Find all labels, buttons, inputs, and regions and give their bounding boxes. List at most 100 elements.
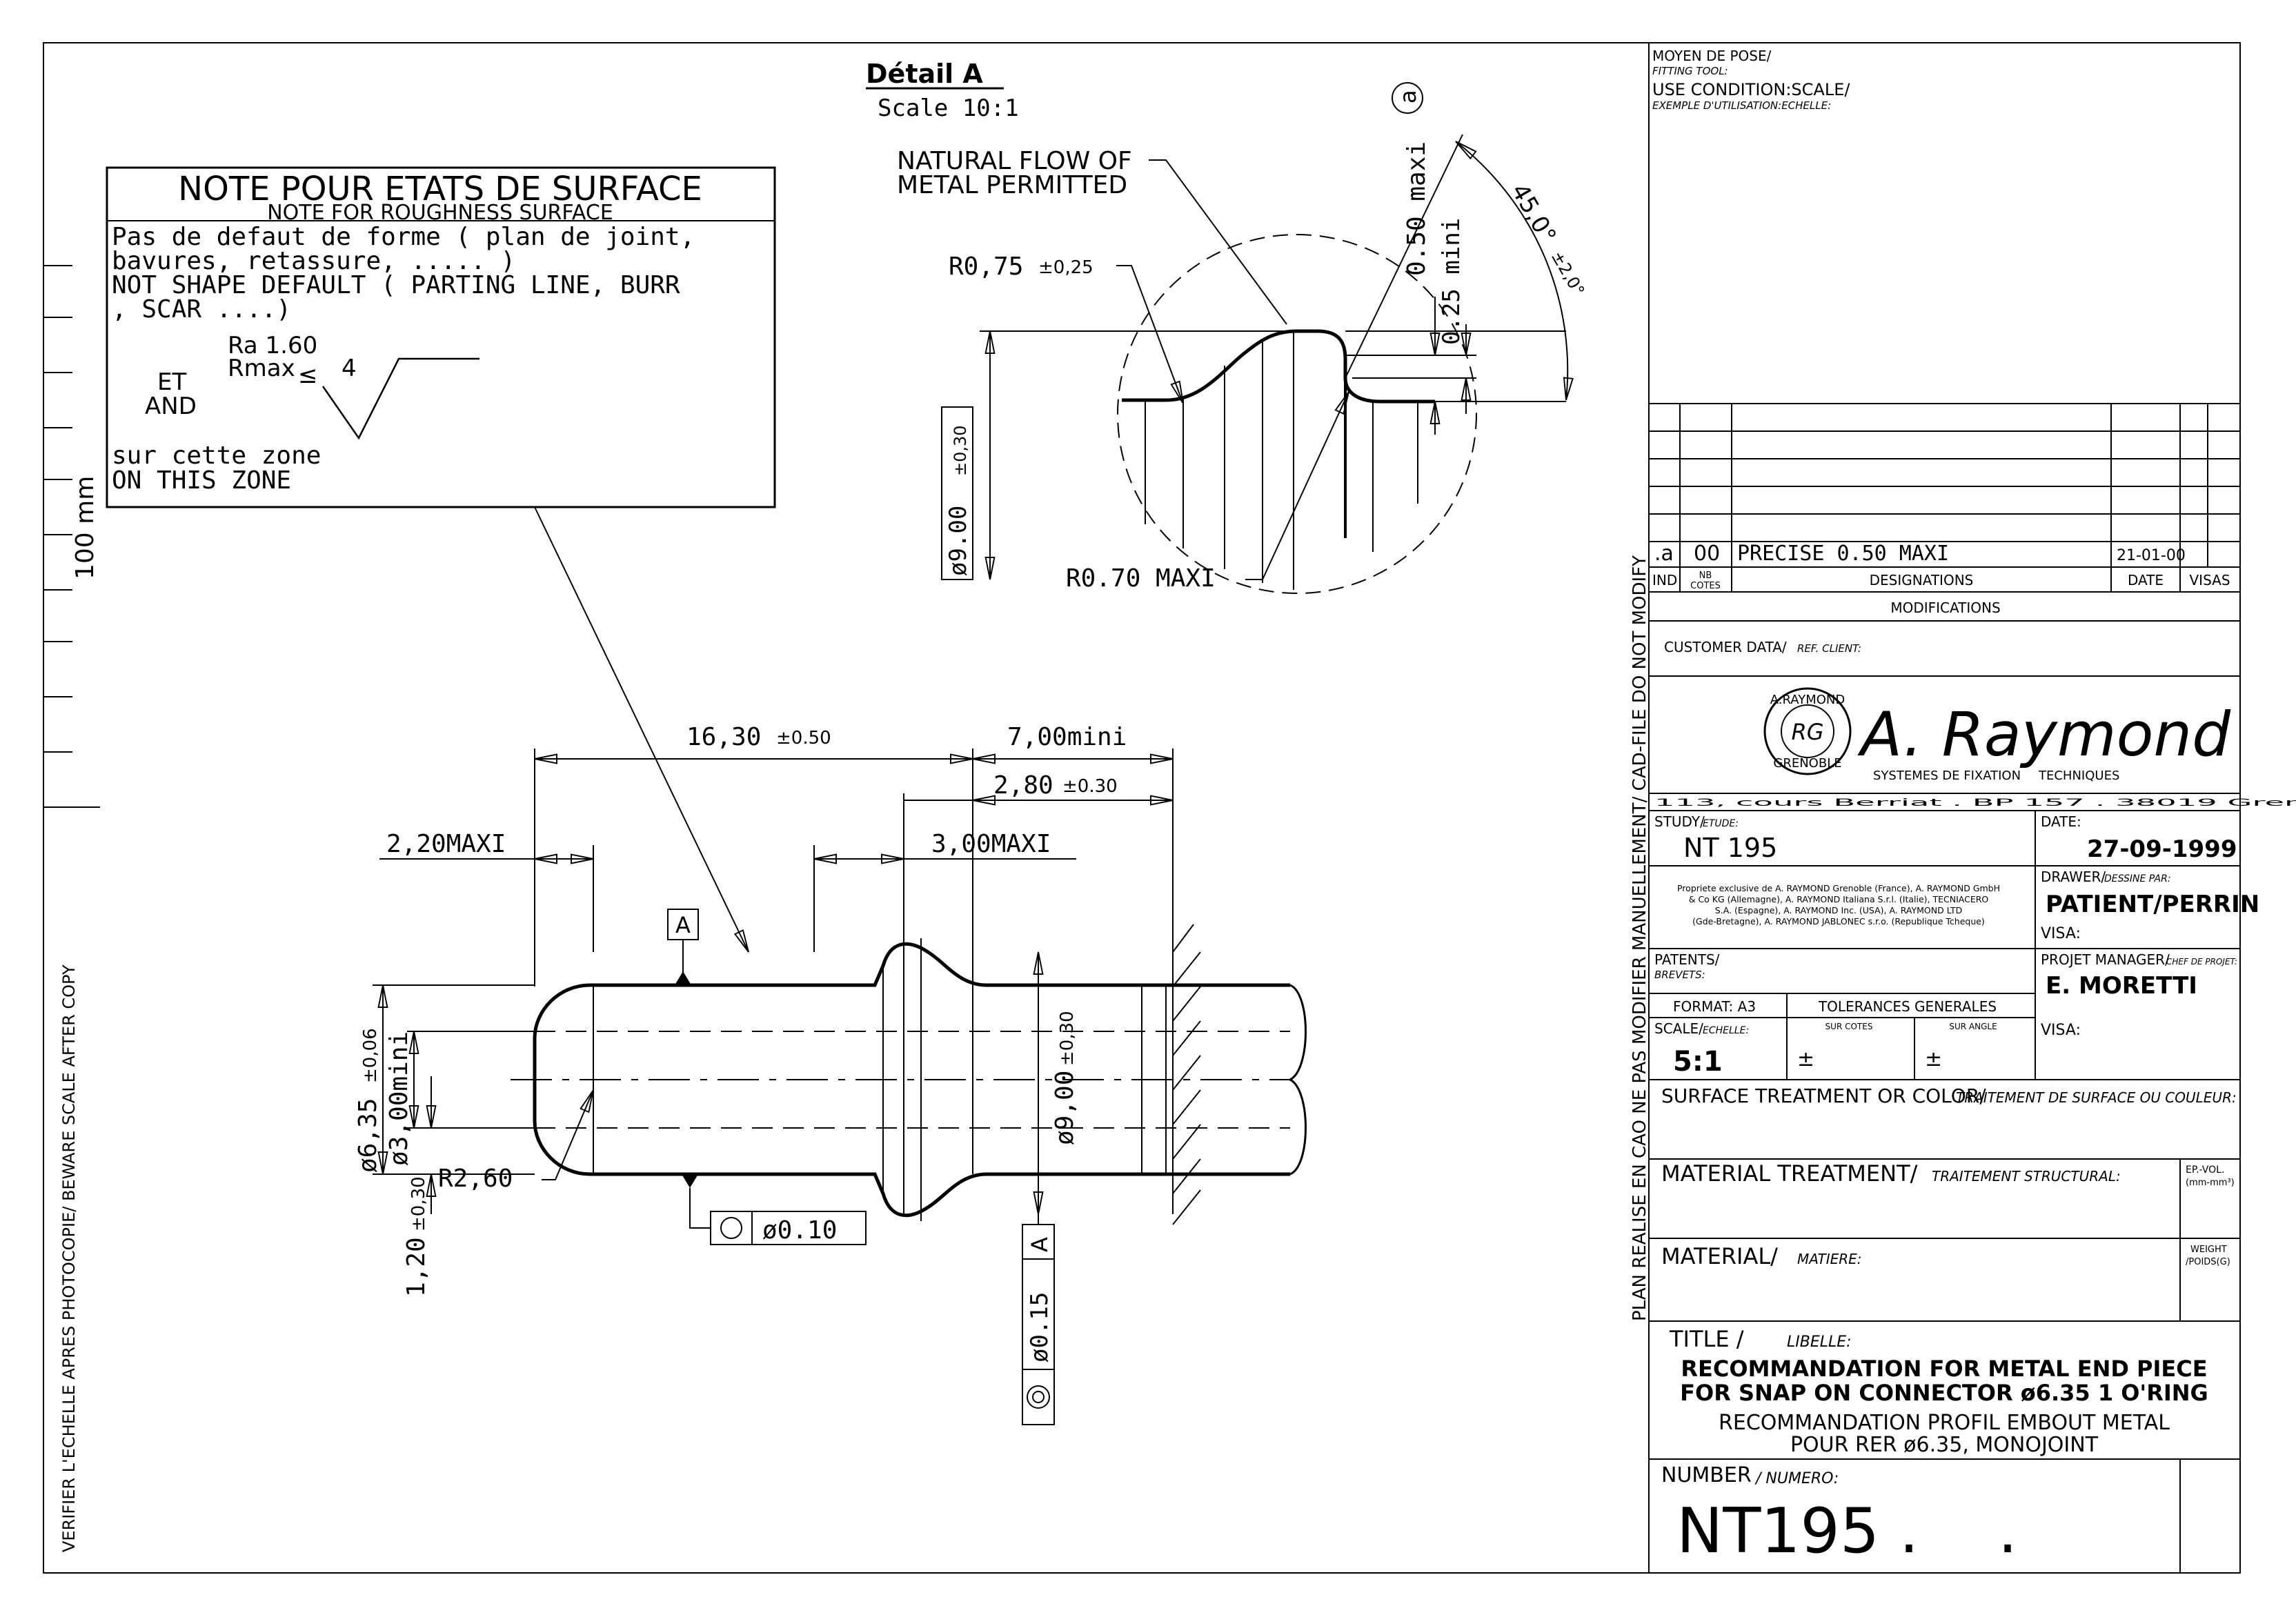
- customer-data-label: CUSTOMER DATA/: [1664, 639, 1787, 655]
- rev-header-designation: DESIGNATIONS: [1870, 572, 1974, 588]
- rev-designation: PRECISE 0.50 MAXI: [1737, 542, 1949, 566]
- format-label: FORMAT: A3: [1673, 998, 1756, 1015]
- property-line4: (Gde-Bretagne), A. RAYMOND JABLONEC s.r.…: [1692, 916, 1985, 927]
- rev-ind: .a: [1654, 542, 1674, 566]
- seal-center: RG: [1791, 719, 1823, 745]
- photocopy-note: VERIFIER L'ECHELLE APRES PHOTOCOPIE/ BEW…: [59, 964, 79, 1552]
- tol-cotes-value: ±: [1797, 1047, 1814, 1071]
- detail-a: Détail A Scale 10:1 NATURAL FLOW OF META…: [866, 59, 1588, 594]
- drawing-number: NT195 . .: [1676, 1495, 2017, 1567]
- title-en-line1: RECOMMANDATION FOR METAL END PIECE: [1681, 1356, 2207, 1382]
- material-label-fr: MATIERE:: [1797, 1251, 1862, 1267]
- patents-label: PATENTS/: [1654, 951, 1720, 968]
- ep-vol-label: EP.-VOL.: [2186, 1165, 2224, 1176]
- weight-unit: /POIDS(G): [2186, 1257, 2230, 1267]
- detail-title: Détail A: [866, 59, 983, 89]
- surface-note-box: NOTE POUR ETATS DE SURFACE NOTE FOR ROUG…: [106, 166, 776, 508]
- roughness-symbol: [321, 357, 479, 440]
- dim-16-30: 16,30: [686, 723, 761, 751]
- detail-angle-arc: [1455, 141, 1574, 401]
- fcf-concentricity-value: ø0.15: [1026, 1292, 1053, 1363]
- detail-profile: [1122, 329, 1435, 404]
- ep-vol-unit: (mm-mm³): [2186, 1178, 2235, 1188]
- part-view: 16,30 ±0.50 7,00mini 2,80 ±0.30 2,20MAXI…: [354, 723, 1307, 1425]
- company-address: 113, cours Berriat . BP 157 . 38019 Gren…: [1654, 797, 2296, 809]
- detail-radius-top-tol: ±0,25: [1038, 257, 1093, 278]
- date-value: 27-09-1999: [2087, 835, 2237, 863]
- dim-16-30-tol: ±0.50: [776, 728, 831, 749]
- rev-header-nb: NB: [1699, 571, 1712, 581]
- study-label-fr: ETUDE:: [1703, 818, 1739, 829]
- rev-header-ind: IND: [1652, 572, 1677, 588]
- dim-2-80-tol: ±0.30: [1062, 776, 1118, 797]
- rev-header-date: DATE: [2128, 572, 2164, 588]
- detail-diameter: ø9.00: [944, 506, 972, 576]
- cad-file-note: PLAN REALISE EN CAO NE PAS MODIFIER MANU…: [1630, 555, 1650, 1321]
- scale-label: SCALE/: [1654, 1020, 1703, 1037]
- systems-label: SYSTEMES DE FIXATION: [1873, 769, 2021, 783]
- dim-7-00: 7,00mini: [1007, 723, 1127, 751]
- scale-bar-label: 100 mm: [71, 476, 99, 579]
- flow-note-line1: NATURAL FLOW OF: [897, 147, 1132, 175]
- weight-label: WEIGHT: [2190, 1245, 2227, 1255]
- title-label: TITLE /: [1669, 1326, 1744, 1352]
- concentricity-icon: [1027, 1385, 1050, 1409]
- scale-label-fr: ECHELLE:: [1703, 1025, 1749, 1036]
- seal-top: A.RAYMOND: [1770, 693, 1845, 707]
- surface-treatment-label-fr: TRAITEMENT DE SURFACE OU COULEUR:: [1956, 1089, 2237, 1106]
- rev-date: 21-01-00: [2117, 547, 2186, 564]
- detail-revision-bubble: [1392, 82, 1423, 114]
- surface-note-line3: NOT SHAPE DEFAULT ( PARTING LINE, BURR: [112, 271, 680, 299]
- tolerances-label: TOLERANCES GENERALES: [1818, 998, 1997, 1015]
- manager-visa: VISA:: [2041, 1022, 2081, 1039]
- dim-6-35: ø6,35: [354, 1098, 382, 1173]
- left-margin: [43, 265, 100, 808]
- manager-value: E. MORETTI: [2046, 972, 2197, 1000]
- fcf-circularity-value: ø0.10: [762, 1216, 837, 1245]
- surface-note-title-fr: NOTE POUR ETATS DE SURFACE: [178, 170, 702, 208]
- fcf-concentricity: [1022, 1224, 1055, 1425]
- dim-3-00-mini: ø3,00mini: [385, 1031, 413, 1166]
- title-label-fr: LIBELLE:: [1787, 1334, 1852, 1351]
- dim-9-00: ø9,00: [1051, 1071, 1079, 1145]
- surface-note-leader: [534, 506, 749, 953]
- brevets-label: BREVETS:: [1654, 969, 1705, 981]
- property-line2: & Co KG (Allemagne), A. RAYMOND Italiana…: [1689, 894, 1989, 904]
- dim-2-80: 2,80: [993, 771, 1053, 800]
- rev-nb: 00: [1694, 542, 1720, 566]
- techniques-label: TECHNIQUES: [2038, 769, 2119, 783]
- dim-1-20: 1,20: [402, 1237, 430, 1297]
- company-seal: A.RAYMOND RG GRENOBLE: [1763, 687, 1852, 775]
- roughness-rmax-value: 4: [342, 355, 357, 382]
- surface-treatment-label: SURFACE TREATMENT OR COLOR/: [1661, 1084, 1986, 1107]
- flow-note-line2: METAL PERMITTED: [897, 171, 1127, 199]
- property-line1: Propriete exclusive de A. RAYMOND Grenob…: [1677, 883, 2000, 893]
- detail-scale: Scale 10:1: [878, 95, 1019, 122]
- modifications-label: MODIFICATIONS: [1890, 600, 2000, 616]
- detail-angle: 45,0°: [1505, 179, 1561, 248]
- roughness-leq: ≤: [298, 361, 318, 389]
- circularity-icon: [720, 1217, 742, 1239]
- tol-angle-value: ±: [1925, 1047, 1942, 1071]
- detail-revision-bubble-label: a: [1395, 90, 1421, 103]
- dim-1-20-tol: ±0,30: [408, 1176, 429, 1231]
- use-condition-label-fr: EXEMPLE D'UTILISATION:ECHELLE:: [1652, 99, 1831, 112]
- drawer-visa: VISA:: [2041, 925, 2081, 942]
- surface-note-title-en: NOTE FOR ROUGHNESS SURFACE: [267, 201, 613, 225]
- drawer-label-fr: DESSINE PAR:: [2104, 873, 2171, 884]
- drawer-value: PATIENT/PERRIN: [2046, 891, 2259, 918]
- dim-6-35-tol: ±0,06: [360, 1028, 381, 1083]
- study-value: NT 195: [1683, 833, 1777, 863]
- property-line3: S.A. (Espagne), A. RAYMOND Inc. (USA), A…: [1715, 905, 1962, 915]
- company-logo-text: A. Raymond: [1857, 699, 2231, 770]
- detail-diameter-tol: ±0,30: [951, 425, 970, 476]
- sur-angle-label: SUR ANGLE: [1949, 1022, 1997, 1031]
- fitting-tool-label-en: FITTING TOOL:: [1652, 65, 1728, 77]
- detail-radius-bottom: R0.70 MAXI: [1066, 564, 1216, 593]
- material-label: MATERIAL/: [1661, 1243, 1778, 1269]
- surface-note-line2: bavures, retassure, ..... ): [112, 247, 515, 275]
- detail-radius-top: R0,75: [949, 252, 1023, 281]
- number-label: NUMBER: [1661, 1463, 1752, 1487]
- fcf-circularity: [710, 1211, 867, 1245]
- ref-client-label: REF. CLIENT:: [1797, 642, 1861, 655]
